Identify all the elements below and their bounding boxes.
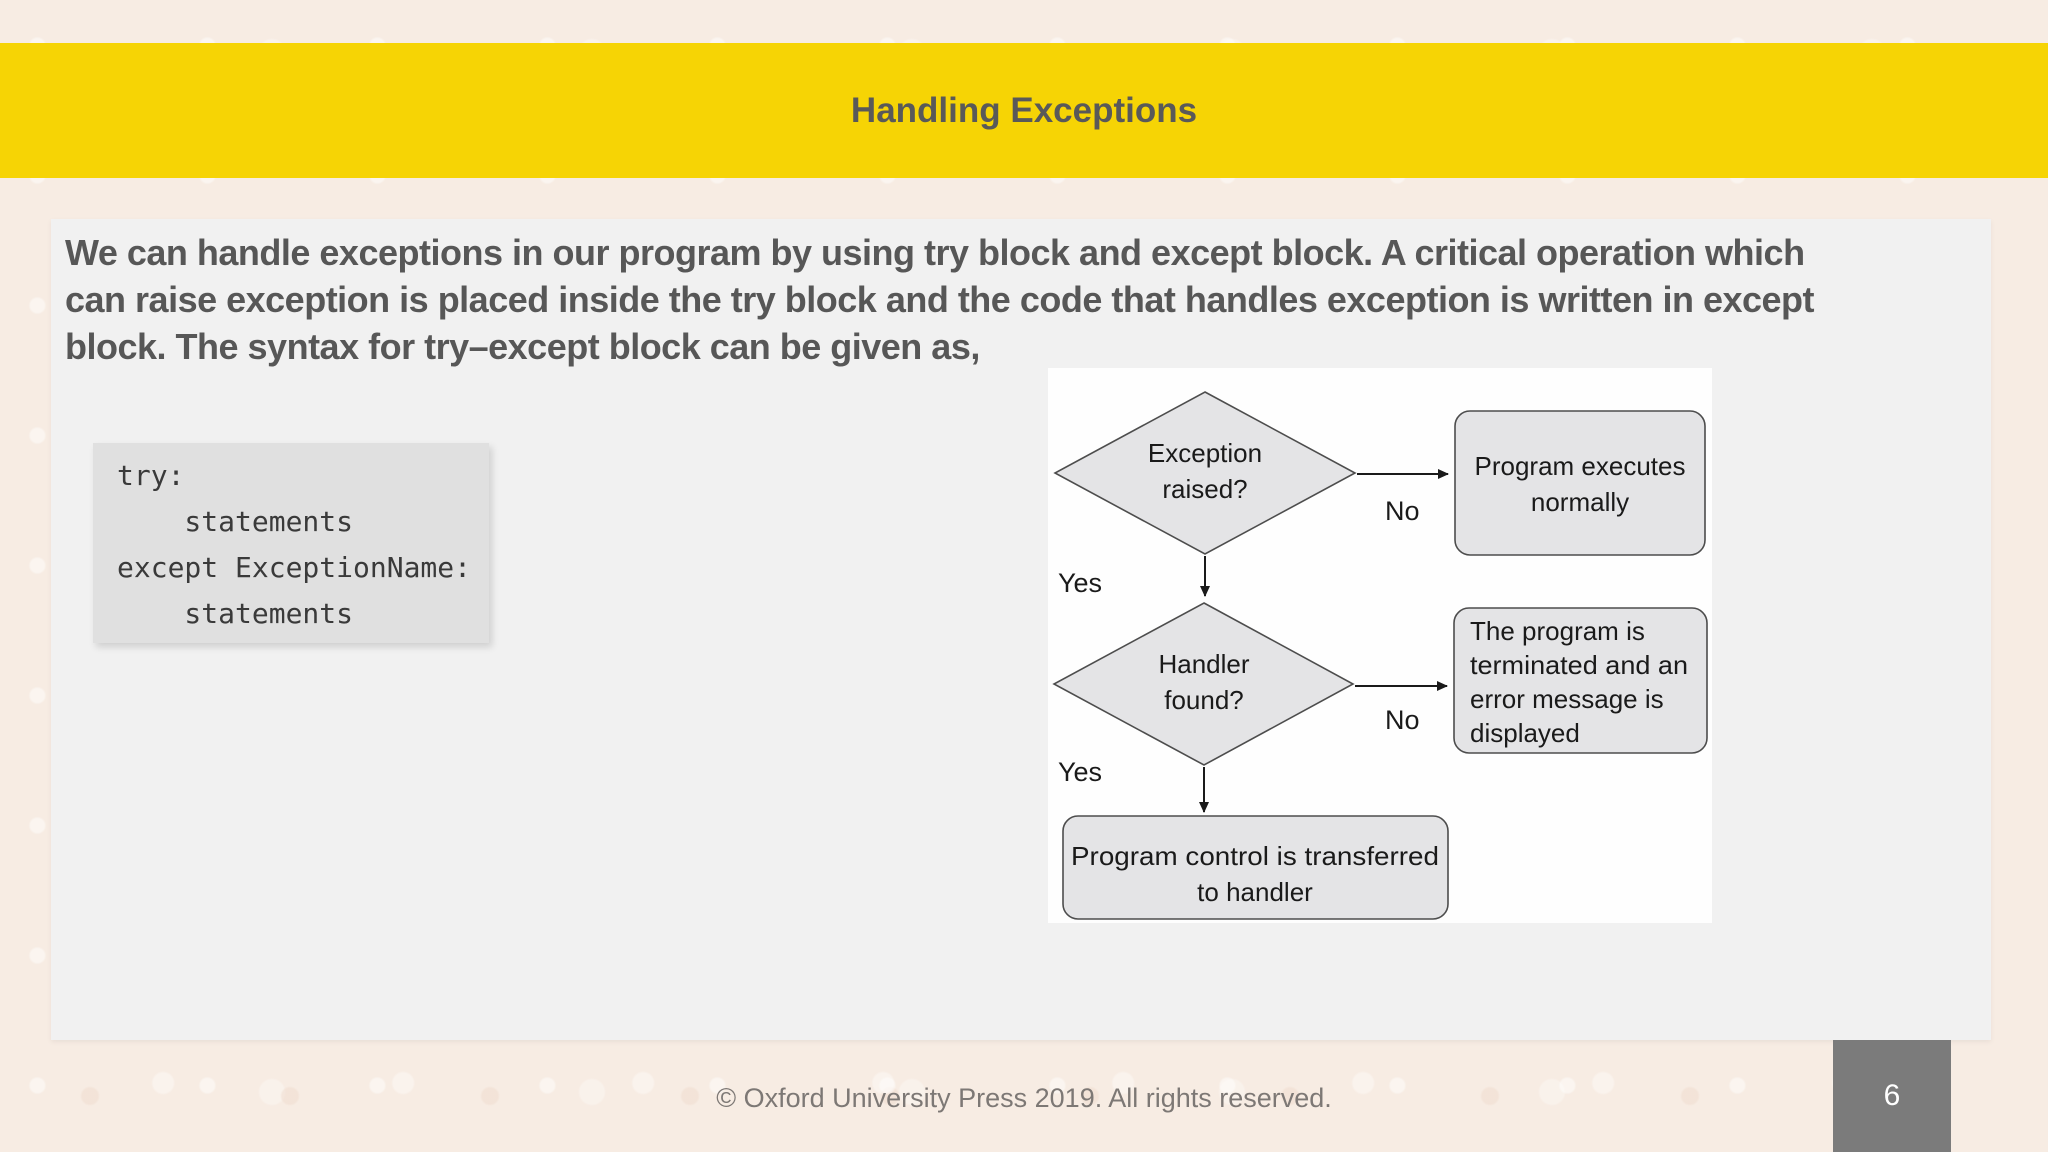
process-label: normally [1531,487,1629,517]
body-paragraph: We can handle exceptions in our program … [65,229,1815,370]
page-number: 6 [1883,1079,1901,1112]
decision-exception-raised [1053,391,1357,555]
process-label: The program is [1470,616,1645,646]
code-line: try: [117,459,185,492]
body-line: block. The syntax for try–except block c… [65,326,980,367]
decision-label: Exception [1148,438,1262,468]
edge-label-yes: Yes [1058,568,1102,598]
process-program-executes-normally [1454,410,1706,556]
flowchart-svg: Exception raised? No Program executes no… [1052,391,1708,920]
content-panel: We can handle exceptions in our program … [51,219,1991,1040]
exception-flowchart-figure: Exception raised? No Program executes no… [1048,368,1712,923]
body-line: can raise exception is placed inside the… [65,279,1815,320]
slide-title: Handling Exceptions [850,90,1198,130]
code-snippet-try-except: try: statements except ExceptionName: st… [93,443,489,643]
decision-label: raised? [1162,474,1247,504]
process-label: to handler [1197,877,1313,907]
process-program-terminated [1453,607,1708,754]
process-label: Program control is transferred [1071,841,1439,871]
decision-handler-found [1052,602,1355,766]
title-banner: Handling Exceptions [0,43,2048,178]
process-label: Program executes [1475,451,1686,481]
copyright-footer: © Oxford University Press 2019. All righ… [716,1083,1332,1113]
decision-label: Handler [1158,649,1249,679]
code-line: except ExceptionName: [117,551,472,584]
process-control-transferred [1062,815,1449,920]
decision-label: found? [1164,685,1244,715]
page-number-box: 6 [1833,1040,1951,1152]
edge-label-no: No [1385,705,1420,735]
body-line: We can handle exceptions in our program … [65,232,1805,273]
process-label: error message is [1470,684,1664,714]
edge-label-no: No [1385,496,1420,526]
code-line: statements [117,597,354,630]
process-label: terminated and an [1470,650,1688,680]
code-line: statements [117,505,354,538]
process-label: displayed [1470,718,1580,748]
edge-label-yes: Yes [1058,757,1102,787]
